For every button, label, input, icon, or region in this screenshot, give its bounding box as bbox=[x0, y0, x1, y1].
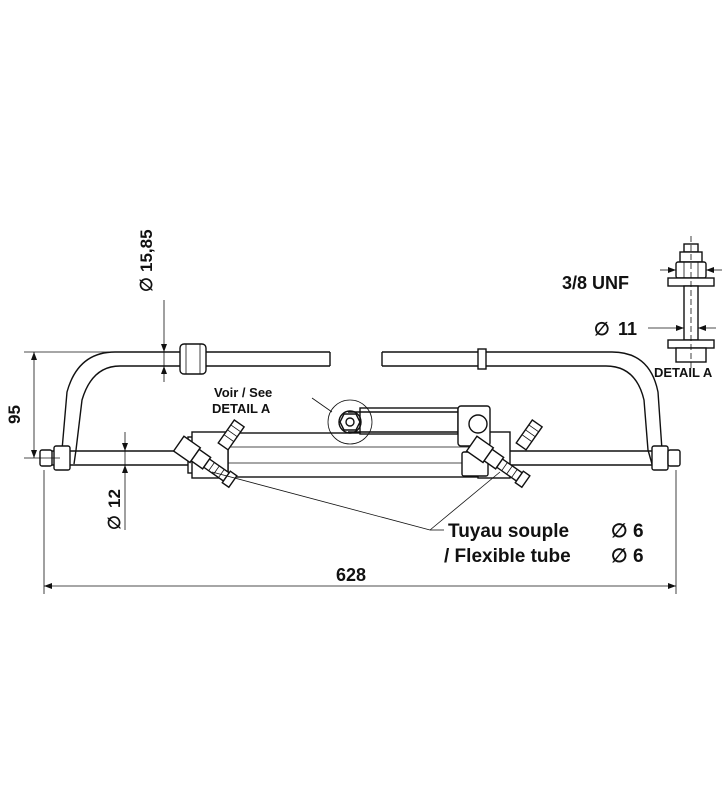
thread-label: 3/8 UNF bbox=[562, 273, 629, 293]
detail-ref-label: DETAIL A bbox=[212, 401, 271, 416]
hose-label-fr: Tuyau souple bbox=[448, 521, 569, 542]
diameter-symbol: ∅ bbox=[611, 546, 628, 567]
tie-bar bbox=[61, 343, 663, 465]
detail-a-stud bbox=[667, 236, 715, 370]
tie-bar-nut bbox=[179, 343, 207, 375]
see-detail-label: Voir / See bbox=[214, 385, 272, 400]
labels: ∅ 15,85 95 ∅ 12 628 Voir / See DETAIL A … bbox=[5, 229, 713, 585]
cylinder-body bbox=[187, 405, 511, 479]
detail-a-pivot bbox=[327, 399, 373, 445]
dim-rod-diameter: 12 bbox=[105, 489, 124, 508]
diameter-symbol: ∅ bbox=[137, 277, 156, 292]
dim-stud-diameter: 11 bbox=[618, 319, 637, 339]
right-hose-fitting bbox=[465, 419, 544, 489]
hose-label-en: / Flexible tube bbox=[444, 546, 571, 567]
diameter-symbol: ∅ bbox=[105, 515, 124, 530]
dim-overall-length: 628 bbox=[336, 565, 366, 585]
diameter-symbol: ∅ bbox=[594, 319, 610, 339]
hose-size: 6 bbox=[633, 521, 644, 542]
dim-height: 95 bbox=[5, 405, 24, 424]
detail-title: DETAIL A bbox=[654, 365, 713, 380]
diameter-symbol: ∅ bbox=[611, 521, 628, 542]
dim-tie-bar-diameter: 15,85 bbox=[137, 229, 156, 272]
dimension-lines bbox=[24, 267, 722, 594]
left-hose-fitting bbox=[172, 419, 246, 489]
hose-size: 6 bbox=[633, 546, 644, 567]
